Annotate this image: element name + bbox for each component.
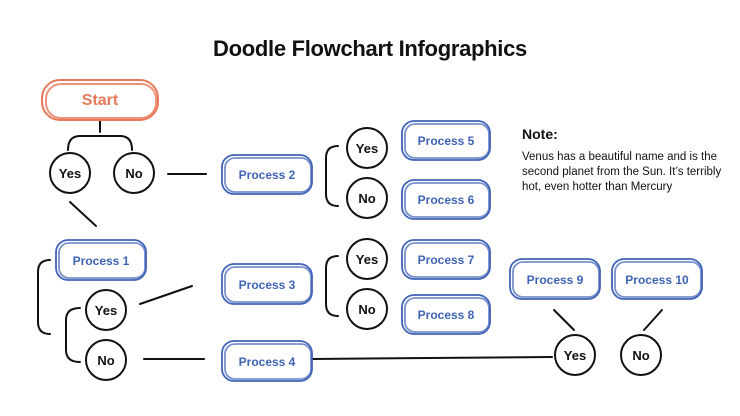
bracket-start [67,135,133,151]
note-panel: Note: Venus has a beautiful name and is … [522,126,722,195]
decision-yes-1: Yes [49,152,91,194]
decision-yes-5: Yes [554,334,596,376]
process-box-1: Process 1 [55,239,147,281]
connector [69,201,97,227]
bracket-p2 [325,145,339,207]
connector [311,356,553,360]
decision-yes-4: Yes [346,238,388,280]
connector [643,309,663,331]
decision-label: Yes [356,141,378,156]
process-label: Process 10 [625,273,689,287]
process-label: Process 7 [418,253,475,267]
process-label: Process 1 [73,254,130,268]
process-label: Process 9 [527,273,584,287]
start-box: Start [41,79,159,121]
bracket-p3 [325,255,339,317]
process-label: Process 8 [418,308,475,322]
process-box-7: Process 7 [401,239,491,280]
start-label: Start [82,92,119,109]
bracket-p1 [37,259,51,335]
process-label: Process 5 [418,134,475,148]
process-box-2: Process 2 [221,154,313,195]
note-title: Note: [522,126,558,142]
bracket-yes-no-2 [65,307,81,363]
decision-no-3: No [346,177,388,219]
decision-yes-3: Yes [346,127,388,169]
connector [553,309,575,331]
decision-no-1: No [113,152,155,194]
connector [139,285,193,305]
decision-label: Yes [356,252,378,267]
decision-yes-2: Yes [85,289,127,331]
process-box-4: Process 4 [221,340,313,382]
process-label: Process 4 [239,355,296,369]
note-body: Venus has a beautiful name and is the se… [522,151,722,193]
process-box-8: Process 8 [401,294,491,335]
process-box-6: Process 6 [401,179,491,220]
process-box-9: Process 9 [509,258,601,300]
decision-label: No [632,348,649,363]
process-label: Process 2 [239,168,296,182]
decision-label: Yes [59,166,81,181]
decision-label: No [97,353,114,368]
process-label: Process 3 [239,278,296,292]
decision-no-5: No [620,334,662,376]
process-box-5: Process 5 [401,120,491,161]
decision-label: No [358,302,375,317]
decision-label: Yes [564,348,586,363]
process-box-10: Process 10 [611,258,703,300]
decision-no-4: No [346,288,388,330]
process-box-3: Process 3 [221,263,313,305]
decision-label: No [125,166,142,181]
decision-label: Yes [95,303,117,318]
decision-label: No [358,191,375,206]
decision-no-2: No [85,339,127,381]
page-title: Doodle Flowchart Infographics [213,36,527,61]
process-label: Process 6 [418,193,475,207]
